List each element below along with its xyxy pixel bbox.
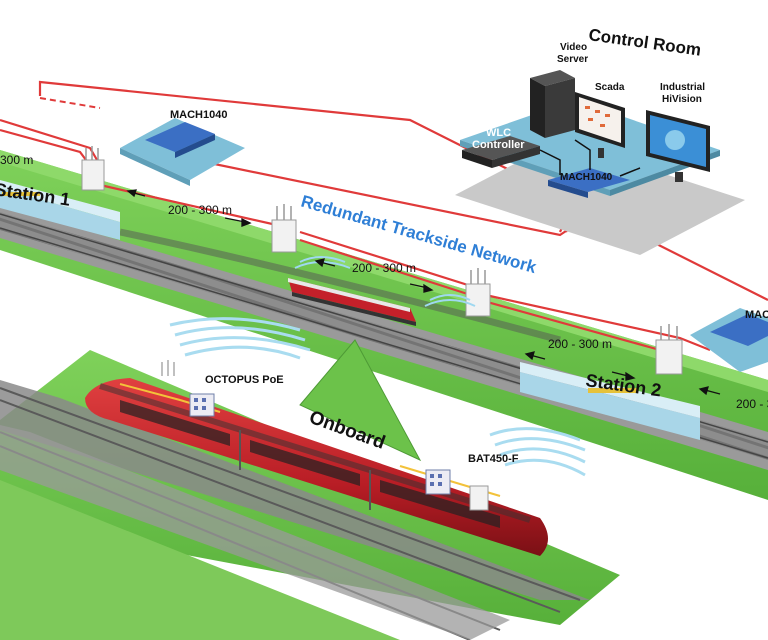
bat450-label: BAT450-F [468,453,519,465]
hivision-label-2: HiVision [662,94,702,105]
station-2-platform [520,362,700,440]
control-switch-label: MACH1040 [560,172,613,183]
access-point-1 [81,146,105,191]
onboard-train [85,378,548,556]
hivision-label-1: Industrial [660,82,705,93]
video-server-label-2: Server [557,54,588,65]
bat450-device [425,469,489,511]
access-point-4 [655,324,683,375]
octopus-label: OCTOPUS PoE [205,374,284,386]
switch-right-label: MAC [745,309,768,321]
wlc-label-2: Controller [472,139,525,151]
distance-label-2: 200 - 300 m [352,261,416,275]
wlc-label-1: WLC [486,127,511,139]
distance-top-left: 300 m [0,153,33,167]
onboard-callout [299,339,422,462]
trackside-train [288,278,416,326]
access-point-2 [271,204,297,253]
control-room-platform [460,100,720,190]
octopus-device [161,360,215,417]
video-server-label-1: Video [560,42,587,53]
distance-label-right: 200 - 3 [736,397,768,411]
onboard-section: Onboard [0,317,620,640]
scada-monitor [575,92,625,158]
distance-arrows [126,189,721,396]
access-point-3 [465,268,491,317]
scada-label: Scada [595,82,625,93]
right-switch-platform: MAC [690,308,768,372]
station-1-platform [0,180,120,240]
switch-left-label: MACH1040 [170,109,227,121]
left-switch-platform: MACH1040 [120,109,245,186]
control-room: Control Room Video Server Scada Industri… [455,25,745,255]
distance-label-3: 200 - 300 m [548,337,612,351]
distance-label-1: 200 - 300 m [168,203,232,217]
wlc-controller [462,136,540,168]
mach1040-switch-left [145,122,215,152]
video-server [530,70,575,138]
control-room-title: Control Room [587,25,702,60]
hivision-monitor [646,110,710,182]
onboard-wifi-waves [169,317,586,477]
mach1040-switch-control [548,168,630,198]
